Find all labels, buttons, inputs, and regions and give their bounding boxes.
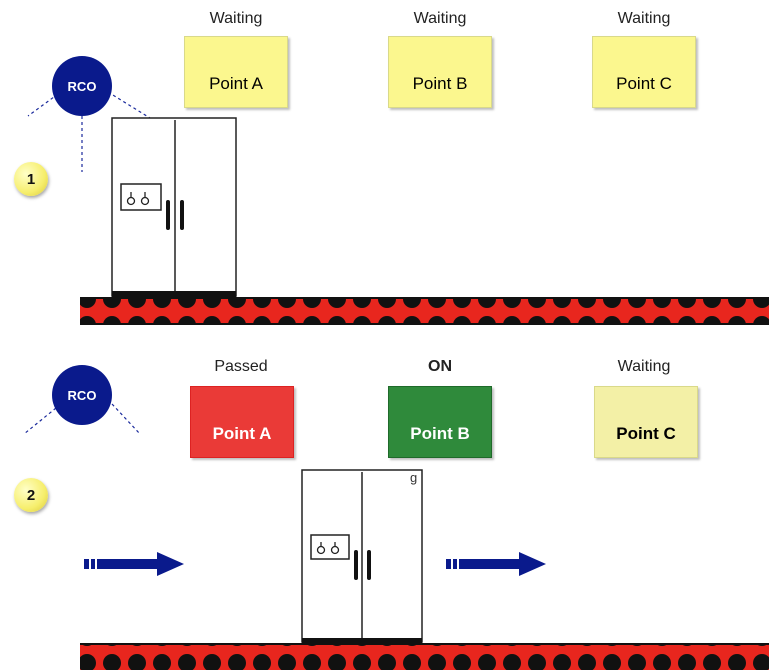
step-badge-2: 2 <box>14 478 48 512</box>
rco-connections-stage-1 <box>27 91 151 172</box>
point-c-box: Point C <box>594 386 698 458</box>
point-a-status: Waiting <box>209 10 263 27</box>
point-a-label: Point A <box>209 74 263 93</box>
point-c-status: Waiting <box>617 358 671 375</box>
conveyor-stage-1 <box>80 297 769 325</box>
point-c-status: Waiting <box>617 10 671 27</box>
rco-node-stage-2: RCO <box>52 365 112 425</box>
point-a-box: Point A <box>184 36 288 108</box>
flow-arrow-left <box>84 552 184 576</box>
point-a-label: Point A <box>212 424 272 443</box>
step-badge-1: 1 <box>14 162 48 196</box>
rco-label: RCO <box>67 387 97 403</box>
cabinet-stage-1 <box>111 117 237 298</box>
point-a-status: Passed <box>214 358 268 375</box>
point-c-label: Point C <box>616 424 676 443</box>
point-a-box: Point A <box>190 386 294 458</box>
flow-arrow-right <box>446 552 546 576</box>
rco-node-stage-1: RCO <box>52 56 112 116</box>
cabinet-stage-2 <box>301 469 423 645</box>
point-b-status: Waiting <box>413 10 467 27</box>
point-b-label: Point B <box>410 424 470 443</box>
point-c-box: Point C <box>592 36 696 108</box>
conveyor-stage-2 <box>80 643 769 670</box>
point-c-label: Point C <box>616 74 672 93</box>
point-b-status: ON <box>428 358 452 375</box>
point-b-box: Point B <box>388 386 492 458</box>
cabinet-mark: g <box>410 470 418 485</box>
step-number: 2 <box>26 486 36 504</box>
step-number: 1 <box>26 170 36 188</box>
point-b-box: Point B <box>388 36 492 108</box>
rco-connections-stage-2 <box>23 403 141 435</box>
rco-label: RCO <box>67 78 97 94</box>
point-b-label: Point B <box>412 74 468 93</box>
